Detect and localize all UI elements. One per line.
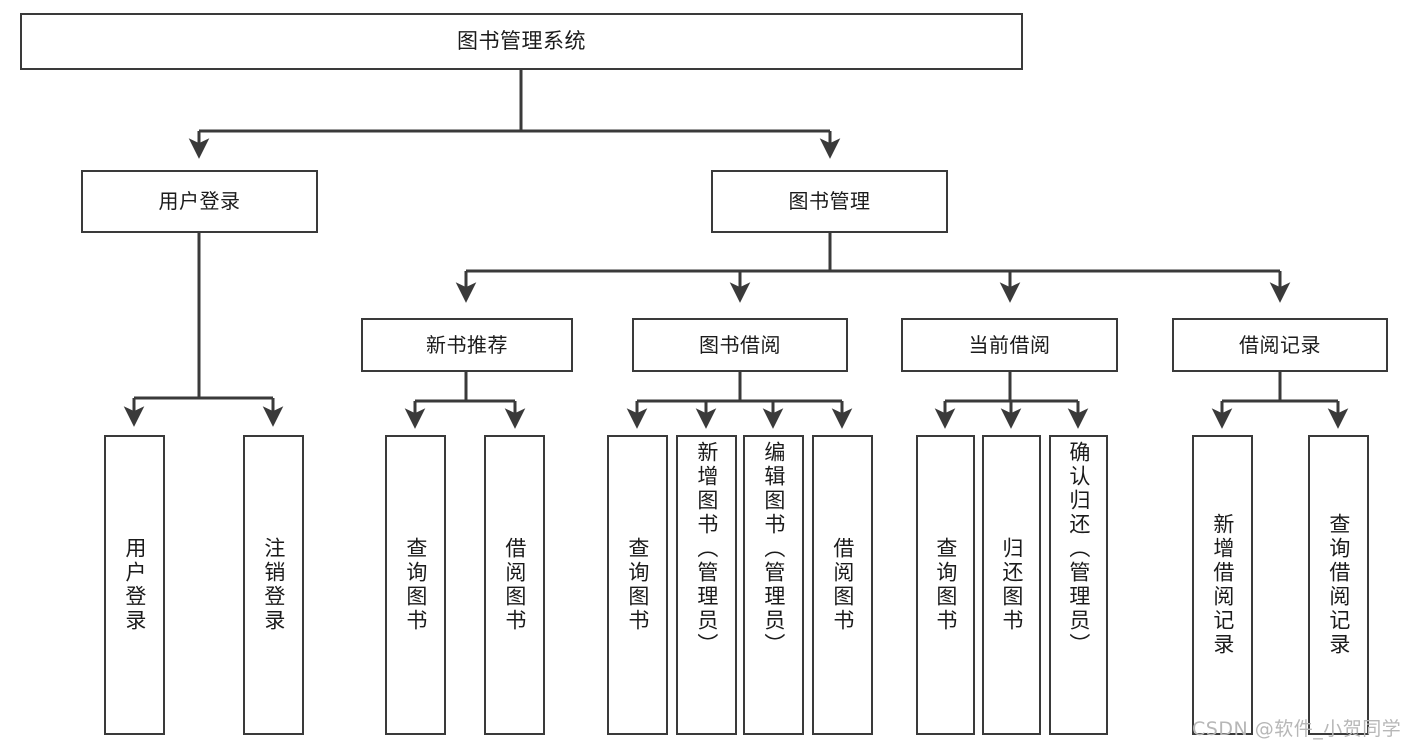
node-borrow-record[interactable]: 借阅记录 <box>1172 318 1388 372</box>
node-current-borrow[interactable]: 当前借阅 <box>901 318 1118 372</box>
csdn-watermark: CSDN @软件_小贺同学 <box>1192 718 1402 740</box>
node-root-book-management-system[interactable]: 图书管理系统 <box>20 13 1023 70</box>
leaf-query-borrow-record[interactable]: 查询借阅记录 <box>1308 435 1369 735</box>
leaf-edit-book-admin[interactable]: 编辑图书（管理员） <box>743 435 804 735</box>
leaf-borrow-book[interactable]: 借阅图书 <box>812 435 873 735</box>
node-user-login[interactable]: 用户登录 <box>81 170 318 233</box>
node-label: 用户登录 <box>158 189 241 213</box>
leaf-query-book-recommend[interactable]: 查询图书 <box>385 435 446 735</box>
leaf-query-book-current[interactable]: 查询图书 <box>916 435 975 735</box>
node-book-management[interactable]: 图书管理 <box>711 170 948 233</box>
leaf-confirm-return-admin[interactable]: 确认归还（管理员） <box>1049 435 1108 735</box>
node-label: 查询图书 <box>933 537 958 633</box>
leaf-query-book-borrow[interactable]: 查询图书 <box>607 435 668 735</box>
node-label: 借阅记录 <box>1239 332 1321 357</box>
node-label: 编辑图书（管理员） <box>761 441 786 657</box>
node-label: 图书借阅 <box>699 332 781 357</box>
leaf-add-borrow-record[interactable]: 新增借阅记录 <box>1192 435 1253 735</box>
node-label: 图书管理 <box>788 189 871 213</box>
node-label: 确认归还（管理员） <box>1066 441 1091 657</box>
node-label: 当前借阅 <box>968 332 1051 357</box>
node-label: 查询借阅记录 <box>1326 513 1351 657</box>
node-book-borrow[interactable]: 图书借阅 <box>632 318 848 372</box>
leaf-return-book[interactable]: 归还图书 <box>982 435 1041 735</box>
node-label: 新增图书（管理员） <box>694 441 719 657</box>
leaf-borrow-book-recommend[interactable]: 借阅图书 <box>484 435 545 735</box>
node-label: 查询图书 <box>403 537 428 633</box>
node-label: 借阅图书 <box>830 537 855 633</box>
node-label: 查询图书 <box>625 537 650 633</box>
node-label: 归还图书 <box>999 537 1024 633</box>
node-label: 用户登录 <box>122 537 147 633</box>
node-label: 注销登录 <box>261 537 286 633</box>
node-label: 图书管理系统 <box>457 29 586 54</box>
node-label: 新书推荐 <box>426 332 508 357</box>
node-label: 新增借阅记录 <box>1210 513 1235 657</box>
leaf-add-book-admin[interactable]: 新增图书（管理员） <box>676 435 737 735</box>
leaf-user-login[interactable]: 用户登录 <box>104 435 165 735</box>
node-new-book-recommend[interactable]: 新书推荐 <box>361 318 573 372</box>
node-label: 借阅图书 <box>502 537 527 633</box>
leaf-logout-login[interactable]: 注销登录 <box>243 435 304 735</box>
